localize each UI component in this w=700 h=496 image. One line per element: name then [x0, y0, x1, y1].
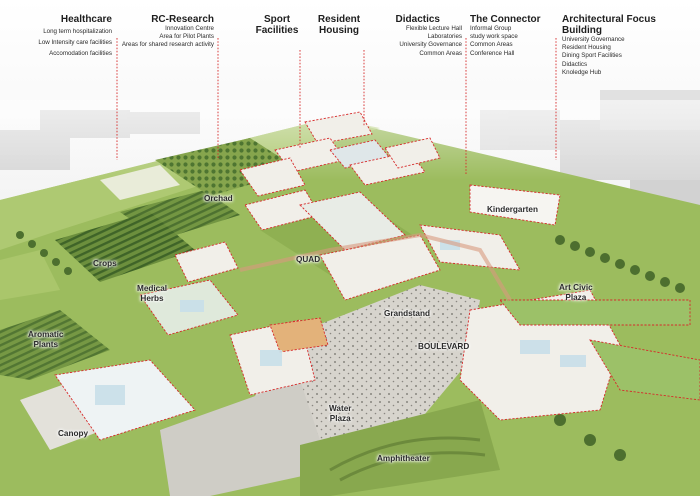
label-medical-herbs: Medical Herbs	[137, 284, 167, 303]
label-aromatic-plants: Aromatic Plants	[28, 330, 64, 349]
label-line: Aromatic	[28, 330, 64, 339]
header-title: Sport	[263, 14, 291, 25]
header-line: study work space	[470, 33, 518, 41]
header-line: Informal Group	[470, 25, 512, 32]
label-amphitheater: Amphitheater	[377, 454, 430, 463]
header-line: Common Areas	[419, 49, 462, 57]
tree-rows	[16, 231, 685, 461]
header-rc-research: RC-Research Innovation Centre Area for P…	[118, 14, 214, 50]
label-line: Plants	[33, 339, 59, 349]
header-line: Long term hospitalization	[43, 28, 112, 35]
header-didactics: Didactics Flexible Lecture Hall Laborato…	[364, 14, 462, 58]
label-line: Art Civic	[559, 283, 593, 292]
aromatic-field	[0, 310, 110, 380]
label-quad: QUAD	[296, 255, 321, 264]
label-water-plaza: Water Plaza	[329, 404, 351, 423]
label-kindergarten: Kindergarten	[487, 205, 538, 214]
label-line: Water	[329, 404, 352, 413]
header-title: RC-Research	[151, 14, 214, 25]
header-line: Dining Sport Facilities	[562, 52, 622, 60]
amphitheater-lawn	[300, 400, 500, 496]
label-boulevard: BOULEVARD	[418, 342, 470, 351]
header-healthcare: Healthcare Long term hospitalization Low…	[14, 14, 112, 59]
header-the-connector: The Connector Informal Group study work …	[470, 14, 550, 58]
header-line: Accomodation facilities	[49, 50, 112, 58]
label-grandstand: Grandstand	[384, 309, 430, 318]
header-title: Didactics	[395, 14, 440, 25]
kindergarten-building	[469, 184, 561, 226]
header-line: Common Areas	[470, 41, 513, 49]
label-line: Herbs	[140, 293, 164, 303]
header-title: The Connector	[470, 14, 541, 25]
label-line: Medical	[137, 284, 168, 293]
header-line: Innovation Centre	[165, 25, 214, 32]
header-line: University Governance	[399, 41, 462, 49]
label-line: Plaza	[329, 413, 351, 423]
header-title: Healthcare	[60, 14, 112, 25]
header-title: Architectural Focus	[562, 14, 656, 25]
leader-lines	[116, 38, 557, 174]
glass-roofs	[95, 240, 586, 405]
header-line: Didactics	[562, 60, 588, 68]
water-plaza-ground	[160, 380, 330, 496]
header-title-line2: Housing	[319, 25, 359, 36]
header-line: Resident Housing	[562, 44, 611, 52]
label-line: Plaza	[565, 292, 587, 302]
label-art-civic-plaza: Art Civic Plaza	[559, 283, 593, 302]
header-line: Areas for shared research activity	[121, 41, 214, 49]
header-line: Knoledge Hub	[562, 68, 602, 76]
header-line: University Governance	[562, 36, 625, 43]
orchad-field	[155, 138, 300, 196]
label-orchad: Orchad	[204, 194, 233, 203]
header-line: Laboratories	[427, 33, 462, 41]
header-title-line2: Facilities	[255, 25, 299, 36]
header-line: Low Intensity care facilities	[38, 39, 112, 47]
header-line: Flexible Lecture Hall	[405, 25, 462, 32]
label-canopy: Canopy	[58, 429, 89, 438]
header-title: Resident	[317, 14, 361, 25]
header-architectural-focus: Architectural Focus Building University …	[562, 14, 692, 77]
connector-path	[239, 232, 512, 302]
label-crops: Crops	[93, 259, 117, 268]
header-line: Area for Pilot Plants	[159, 33, 214, 41]
header-sport-facilities: Sport Facilities	[254, 14, 300, 36]
header-title-line2: Building	[562, 25, 602, 36]
header-line: Conference Hall	[470, 49, 515, 57]
header-resident-housing: Resident Housing	[315, 14, 363, 36]
